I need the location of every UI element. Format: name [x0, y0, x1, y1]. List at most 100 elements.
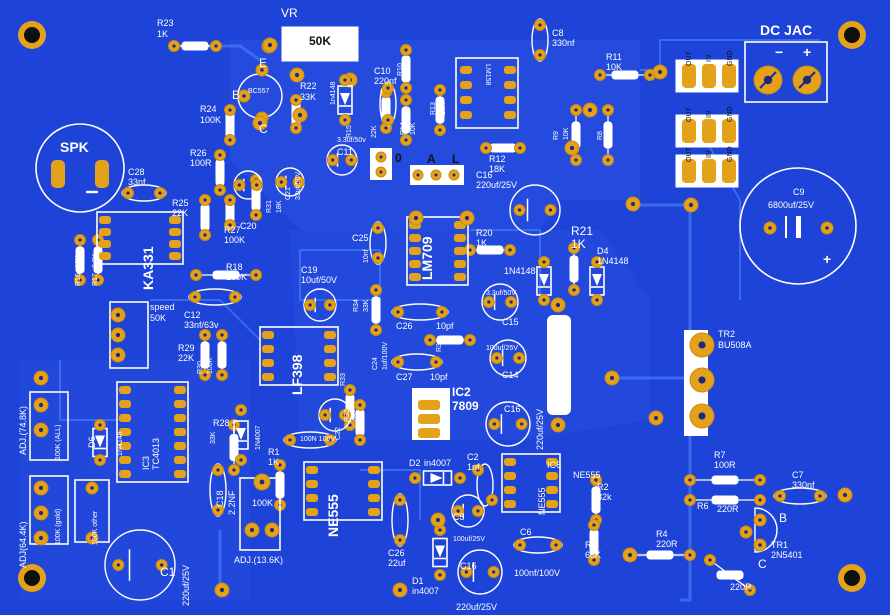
d3-symbol	[340, 93, 350, 105]
spk-pad-a	[51, 160, 65, 188]
mounting-hole-br-drill	[844, 570, 860, 586]
adj-pot-pad-hole	[269, 527, 275, 533]
c21-pad-b-hole	[297, 180, 301, 184]
c25-pad-a-hole	[376, 226, 380, 230]
r23-pad-a-hole	[172, 44, 176, 48]
r38-pad-a-hole	[428, 338, 432, 342]
c28-pad-b-hole	[158, 191, 162, 195]
c6-ref: C6	[520, 527, 532, 537]
r23-body	[181, 41, 209, 51]
r16-pad-a-hole	[78, 238, 82, 242]
ic-tc4013-outline	[116, 381, 189, 483]
ic-ka331-pin	[169, 216, 181, 224]
ic-lm709-pin	[409, 247, 421, 255]
via-pad-hole	[587, 107, 593, 113]
r12-pad-a-hole	[484, 146, 488, 150]
r31-label: R31	[266, 200, 273, 213]
r31-value: 18K	[276, 200, 283, 213]
ic-lm709-pin	[454, 260, 466, 268]
header-2-pin	[682, 119, 696, 143]
copper-pour-region	[20, 360, 250, 600]
d2-value: in4007	[424, 458, 452, 468]
d2-symbol	[430, 473, 443, 483]
r21-pad-a-hole	[572, 246, 576, 250]
via-pad-hole	[609, 375, 615, 381]
c14-value: 100uf/25V	[486, 345, 518, 352]
r5-value: 220R	[730, 582, 752, 592]
c8-ref: C8	[552, 28, 564, 38]
header-2-pin	[722, 119, 736, 143]
hdr1-gnd: GND	[727, 50, 734, 66]
c18-value: 2.2NF	[227, 490, 237, 515]
c26b-value: 22uf	[388, 558, 406, 568]
r5-pad-b-hole	[748, 588, 752, 592]
speed-pot-pad-hole	[115, 332, 121, 338]
hdr3-gnd: GND	[727, 146, 734, 162]
ic2-ref: IC2	[452, 385, 471, 399]
c20-pad-a-hole	[237, 183, 241, 187]
d7-pad-b-hole	[239, 458, 243, 462]
r30-value: 100K	[207, 357, 214, 374]
speed-pot-pad-hole	[115, 312, 121, 318]
r7-value: 100R	[714, 460, 736, 470]
c1-ref: C1	[160, 565, 176, 579]
c16b-ref: C16	[504, 404, 521, 414]
ic-ne555a-pin	[368, 508, 380, 516]
c18-pad-a-hole	[216, 468, 220, 472]
hdr-0-label: 0	[395, 151, 402, 165]
speed-pot-ref: speed	[150, 302, 175, 312]
r27-value: 100K	[224, 235, 246, 245]
c9-value: 6800uf/25V	[768, 200, 815, 210]
d2-ref: D2	[409, 458, 421, 468]
via-pad-hole	[630, 201, 636, 207]
r25-pad-a-hole	[203, 198, 207, 202]
hdr3-in: IN	[706, 151, 713, 158]
mounting-hole-tr-drill	[844, 27, 860, 43]
c16c-pad-a-hole	[464, 570, 469, 574]
via-pad-hole	[297, 112, 303, 118]
d4-symbol	[592, 274, 602, 286]
trace-speed	[150, 299, 261, 341]
r4-value: 220R	[656, 539, 678, 549]
r23-ref: R23	[157, 18, 174, 28]
ic-ne555b-pin	[546, 486, 558, 494]
c16b-value: 220uf/25V	[535, 408, 545, 450]
ic-lm158-pin	[504, 96, 516, 104]
d1-body	[432, 537, 448, 568]
c27-pad-a-hole	[396, 360, 400, 364]
adj-all-pad-hole	[38, 402, 44, 408]
c12-pad-a-hole	[193, 295, 197, 299]
ic6-ref: IC6	[547, 460, 562, 470]
r28-ref: R28	[213, 418, 230, 428]
ic-ne555b-pin	[504, 486, 516, 494]
c12-ref: C12	[184, 310, 201, 320]
r3-pad-a-hole	[592, 523, 596, 527]
r13-body	[435, 96, 445, 124]
ic-ka331-label: KA331	[140, 246, 156, 290]
r21-pad-b-hole	[572, 288, 576, 292]
c1-pad-b-hole	[160, 563, 164, 567]
ic-lm709-pin	[454, 247, 466, 255]
copper-pour-region	[230, 40, 640, 230]
c28-pad-a-hole	[126, 191, 130, 195]
r13-pad-b-hole	[438, 128, 442, 132]
ic-ne555b-pin	[504, 472, 516, 480]
c27-value: 10pf	[430, 372, 448, 382]
r25-ref: R25	[172, 198, 189, 208]
ic-ka331-outline	[96, 211, 184, 265]
r2-pad-a-hole	[594, 478, 598, 482]
adj-pot-ref: ADJ.(13.6K)	[234, 555, 284, 565]
c15-value: 3.3uf/50V	[486, 290, 516, 297]
r6-pad-a-hole	[688, 498, 692, 502]
r9-pad-a-hole	[574, 108, 578, 112]
d5-pad-a-hole	[542, 260, 546, 264]
adj-other-pad-hole	[90, 536, 94, 540]
c11-value: 3.3uf/50v	[337, 137, 366, 144]
header-3-pin	[682, 159, 696, 183]
d5-symbol	[539, 274, 549, 286]
r24-value: 100K	[200, 115, 222, 125]
r3-ref: R3	[585, 540, 597, 550]
pin-b: B	[232, 88, 241, 102]
r34-value: 33K	[363, 299, 370, 312]
ic-lf398-label: LF398	[289, 354, 305, 395]
